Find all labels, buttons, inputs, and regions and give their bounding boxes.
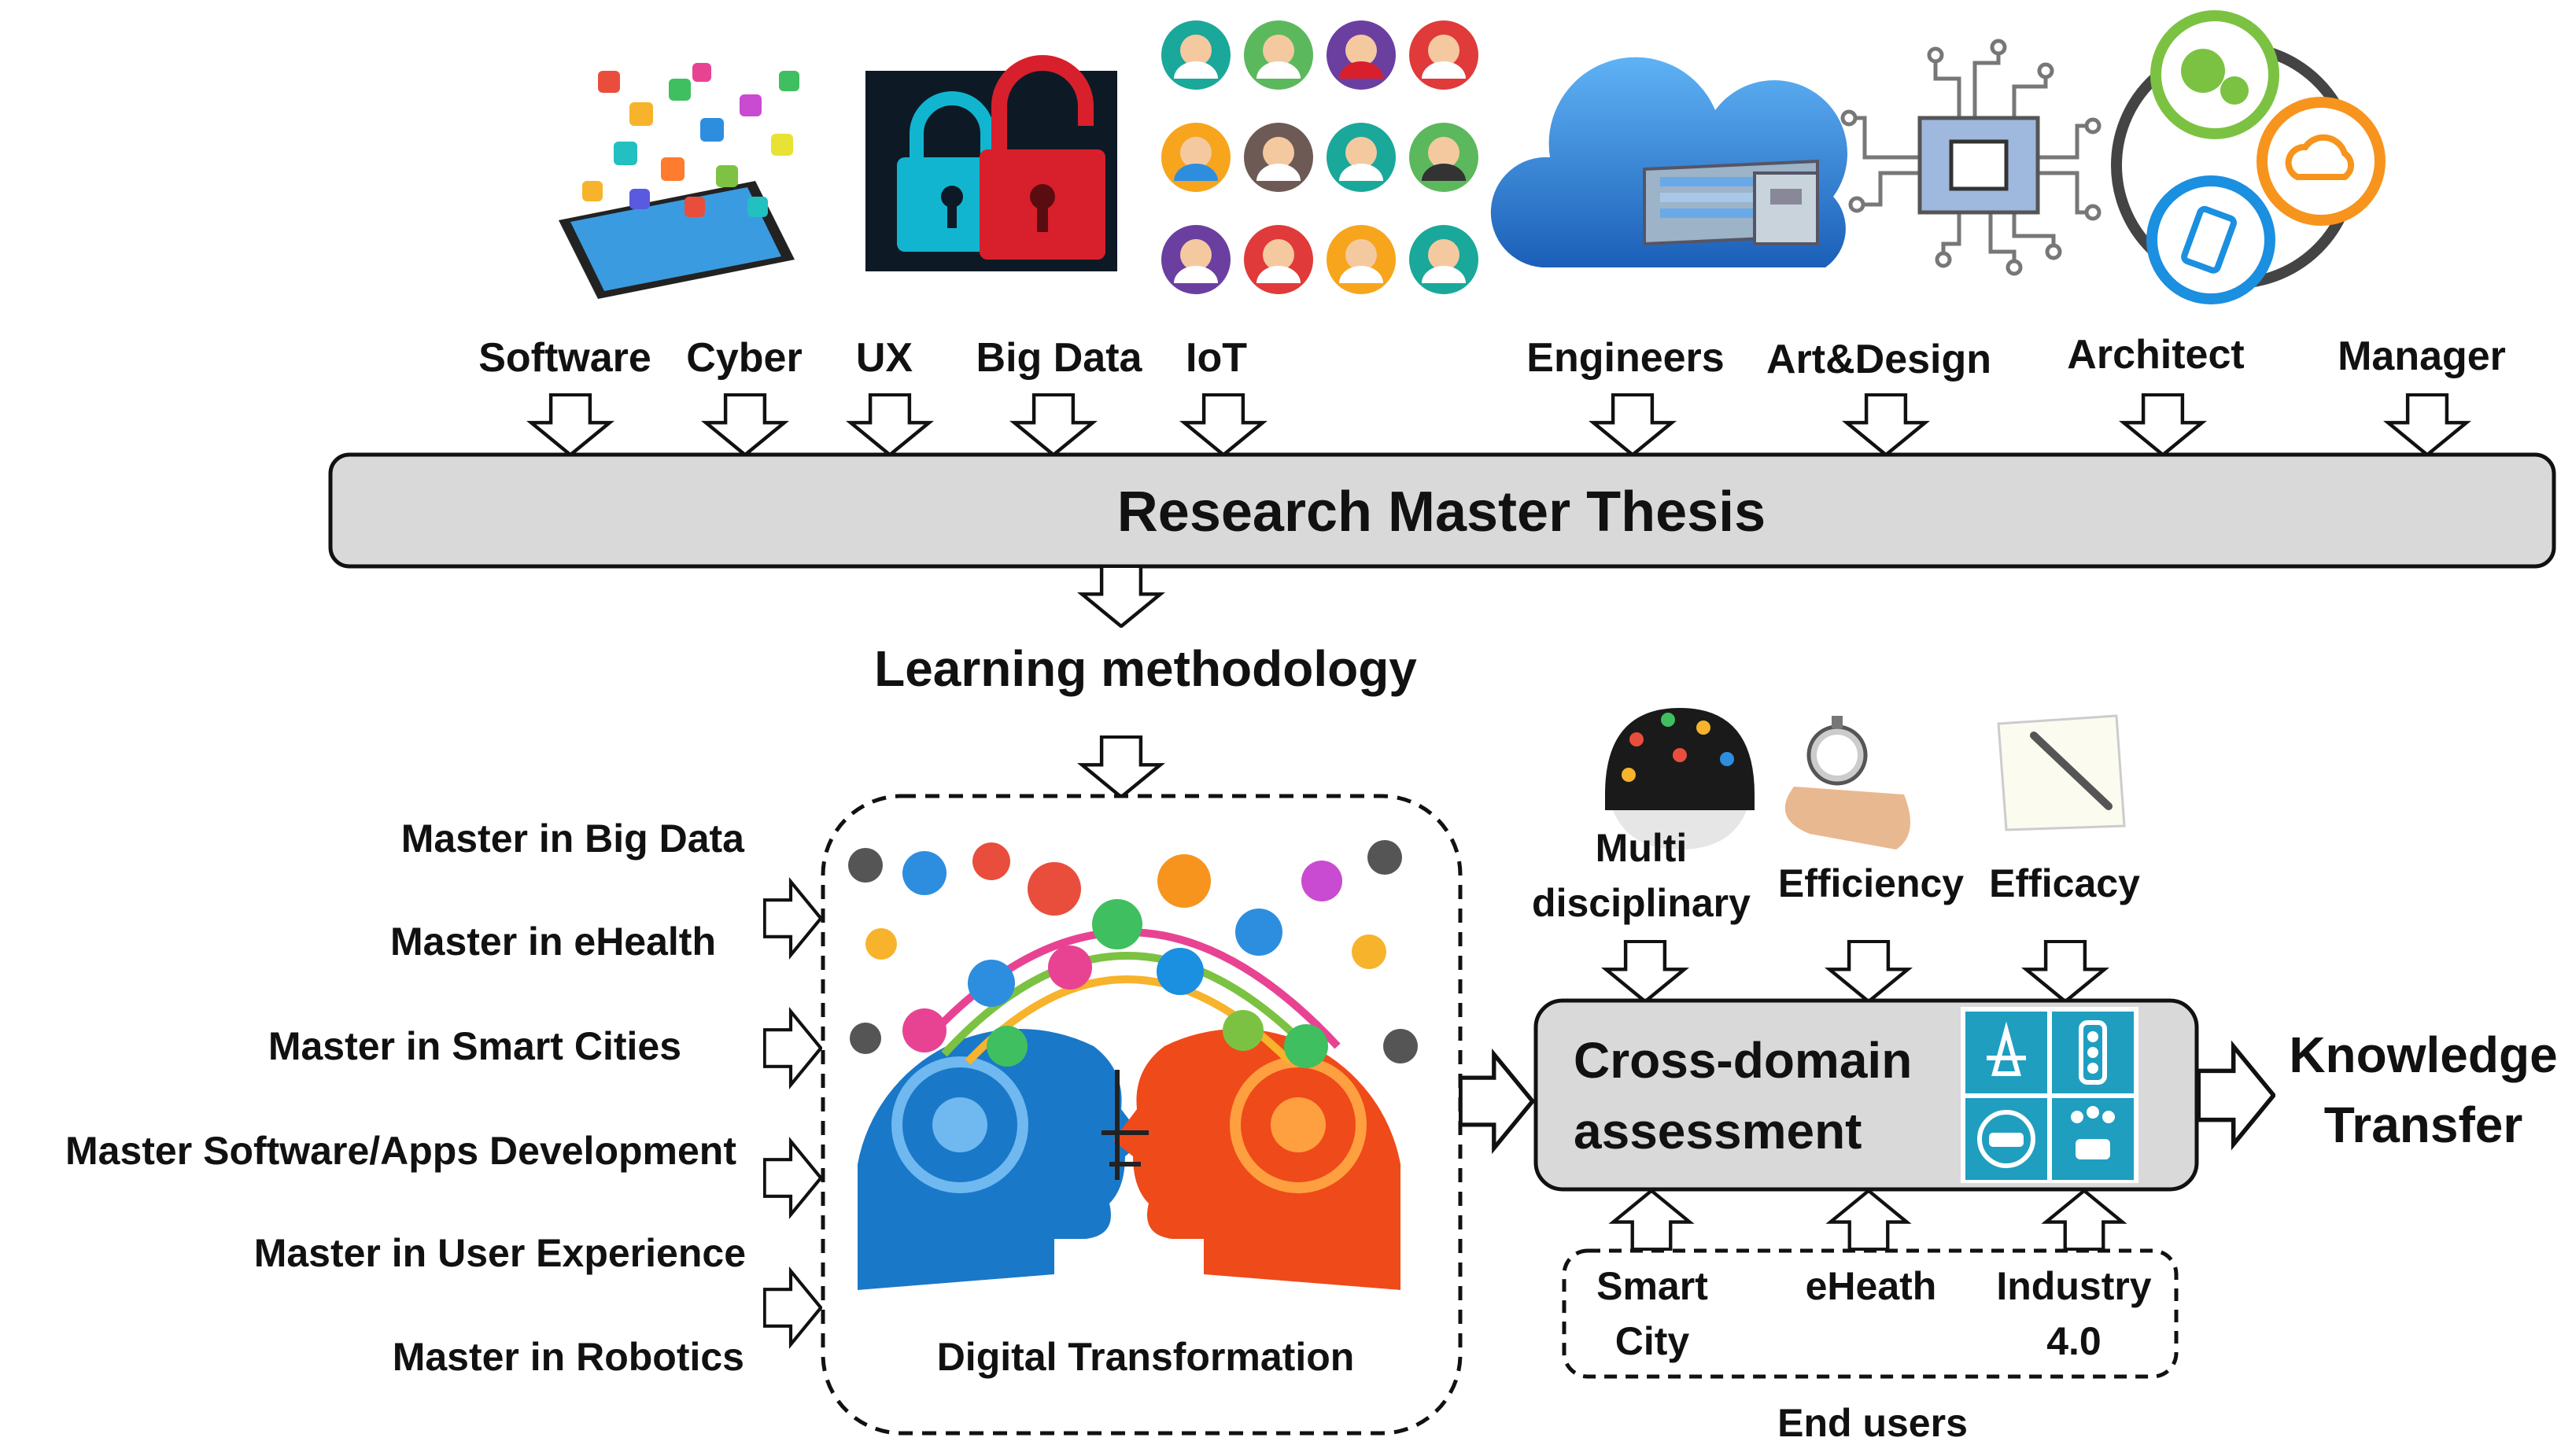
- label-big-data: Big Data: [976, 335, 1143, 381]
- arrow-multidisciplinary: [1606, 942, 1685, 1001]
- arrow-digital-to-assessment: [1460, 1054, 1533, 1148]
- master-big-data: Master in Big Data: [401, 816, 745, 861]
- label-cyber: Cyber: [686, 335, 802, 381]
- criterion-multi-line2: disciplinary: [1532, 881, 1751, 925]
- end-user-industry-line1: Industry: [1996, 1264, 2151, 1308]
- arrow-cyber: [706, 395, 784, 455]
- label-iot: IoT: [1186, 335, 1247, 381]
- label-software: Software: [478, 335, 651, 381]
- criterion-efficacy: Efficacy: [1989, 861, 2140, 905]
- label-art-design: Art&Design: [1766, 337, 1991, 382]
- arrow-master-2: [765, 1012, 821, 1085]
- arrow-iot: [1184, 395, 1263, 455]
- end-user-smart-line1: Smart: [1596, 1264, 1708, 1308]
- notepad-pen-icon: [1997, 714, 2126, 831]
- end-users-caption: End users: [1777, 1401, 1968, 1445]
- arrow-ux: [851, 395, 929, 455]
- arrow-engineers: [1593, 395, 1672, 455]
- criterion-efficiency: Efficiency: [1778, 861, 1964, 905]
- brain-heads-illustration: [848, 840, 1418, 1290]
- arrow-software: [531, 395, 610, 455]
- architect-rings-icon: [2111, 10, 2386, 304]
- label-manager: Manager: [2338, 334, 2506, 379]
- arrow-methodology-to-digital: [1082, 737, 1161, 797]
- arrow-industry: [2046, 1191, 2122, 1250]
- arrow-master-4: [765, 1271, 821, 1344]
- padlocks-icon: [865, 55, 1117, 271]
- criterion-multi-line1: Multi: [1596, 826, 1688, 870]
- eeg-head-icon: [1605, 708, 1755, 850]
- cloud-storage-icon: [1490, 57, 1848, 267]
- knowledge-line2: Transfer: [2324, 1097, 2523, 1153]
- tablet-apps-icon: [559, 63, 799, 299]
- assessment-line1: Cross-domain: [1574, 1032, 1912, 1089]
- master-user-experience: Master in User Experience: [254, 1231, 746, 1275]
- arrow-master-3: [765, 1141, 821, 1215]
- arrow-thesis-to-methodology: [1082, 566, 1161, 626]
- thesis-label: Research Master Thesis: [1117, 481, 1766, 544]
- methodology-label: Learning methodology: [874, 640, 1417, 697]
- arrow-efficacy: [2026, 942, 2105, 1001]
- domain-tiles: [1961, 1007, 2138, 1183]
- thesis-bar: [328, 452, 2556, 569]
- arrow-eheath: [1830, 1191, 1906, 1250]
- arrow-assessment-to-knowledge: [2198, 1046, 2274, 1144]
- microchip-icon: [1840, 39, 2102, 276]
- arrow-master-1: [765, 882, 821, 955]
- arrow-smart-city: [1613, 1191, 1689, 1250]
- label-engineers: Engineers: [1526, 335, 1724, 381]
- people-avatars-icon: [1161, 20, 1478, 294]
- end-user-industry-line2: 4.0: [2046, 1319, 2102, 1363]
- master-software-apps: Master Software/Apps Development: [65, 1129, 736, 1173]
- end-user-eheath: eHeath: [1806, 1264, 1937, 1308]
- stopwatch-icon: [1784, 716, 1910, 850]
- arrow-art-design: [1847, 395, 1925, 455]
- end-users-box: [1562, 1248, 2179, 1379]
- arrow-big-data: [1014, 395, 1093, 455]
- master-ehealth: Master in eHealth: [390, 920, 716, 964]
- assessment-line2: assessment: [1574, 1103, 1862, 1159]
- arrow-efficiency: [1829, 942, 1908, 1001]
- label-architect: Architect: [2067, 332, 2244, 378]
- knowledge-line1: Knowledge: [2289, 1027, 2557, 1083]
- master-smart-cities: Master in Smart Cities: [268, 1024, 681, 1068]
- master-robotics: Master in Robotics: [393, 1335, 744, 1379]
- arrow-manager: [2388, 395, 2467, 455]
- end-user-smart-line2: City: [1615, 1319, 1690, 1363]
- digital-transformation-label: Digital Transformation: [937, 1335, 1355, 1379]
- label-ux: UX: [856, 335, 913, 381]
- arrow-architect: [2124, 395, 2202, 455]
